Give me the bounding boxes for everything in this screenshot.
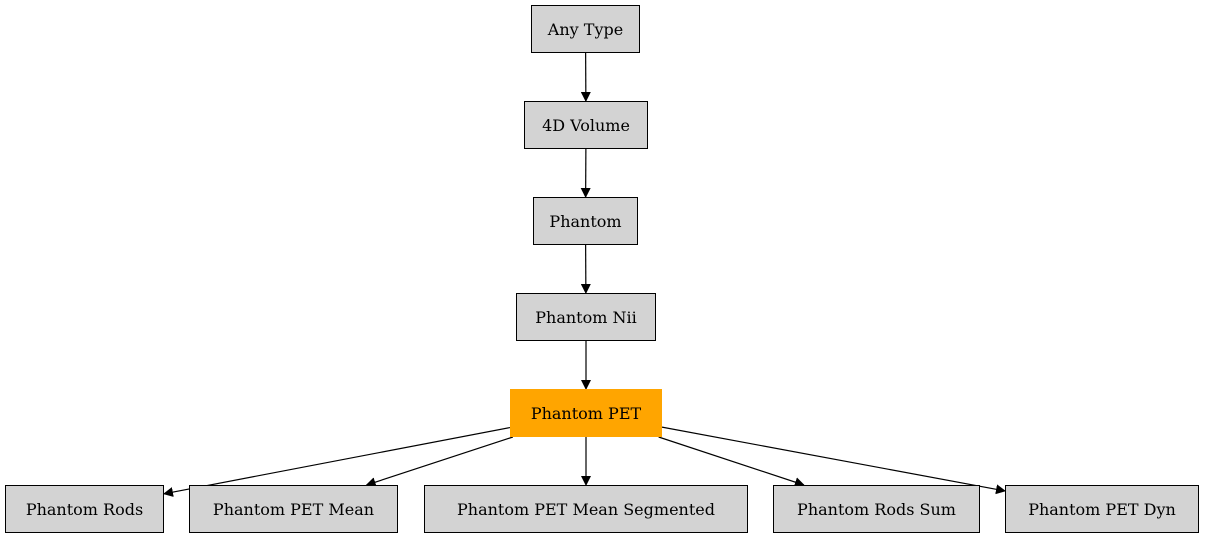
edge-phantom_pet-to-phantom_pet_dyn <box>661 426 1006 495</box>
node-phantom-rods[interactable]: Phantom Rods <box>5 485 164 533</box>
edge-phantom_pet-to-phantom_pet_mean <box>365 436 514 487</box>
node-phantom-pet-mean[interactable]: Phantom PET Mean <box>189 485 398 533</box>
node-phantom-pet-dyn[interactable]: Phantom PET Dyn <box>1005 485 1199 533</box>
node-phantom[interactable]: Phantom <box>533 197 638 245</box>
node-any-type[interactable]: Any Type <box>531 5 640 53</box>
edge-phantom_pet-to-phantom_rods_sum <box>658 436 805 487</box>
node-phantom-rods-sum[interactable]: Phantom Rods Sum <box>773 485 980 533</box>
node-4d-volume[interactable]: 4D Volume <box>524 101 648 149</box>
node-phantom-pet[interactable]: Phantom PET <box>510 389 662 437</box>
edge-phantom_pet-to-phantom_rods <box>163 426 511 498</box>
node-phantom-pet-mean-segmented[interactable]: Phantom PET Mean Segmented <box>424 485 748 533</box>
node-phantom-nii[interactable]: Phantom Nii <box>516 293 656 341</box>
